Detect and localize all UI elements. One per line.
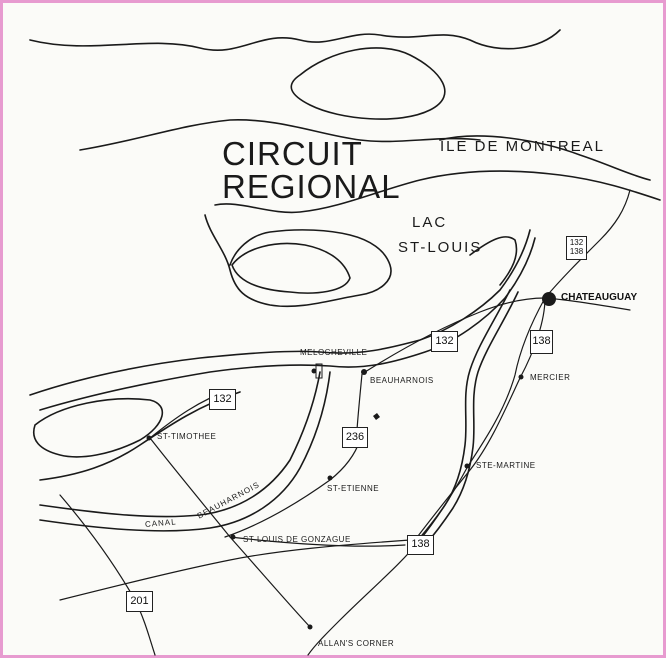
route-shield-132-138-top: 132 xyxy=(569,238,584,247)
label-mercier: MERCIER xyxy=(530,373,571,382)
road-cross-south xyxy=(59,539,411,601)
canal-north-bank xyxy=(39,371,321,518)
label-st-louis-de-gonzague: ST-LOUIS DE GONZAGUE xyxy=(243,535,351,544)
landmark-symbol xyxy=(373,413,380,420)
road-gonzague-east xyxy=(229,536,406,547)
label-allans-corner: ALLAN'S CORNER xyxy=(318,639,395,648)
route-shield-201: 201 xyxy=(126,591,153,612)
marker-mercier xyxy=(518,374,524,380)
road-132-north xyxy=(544,189,631,299)
label-st-louis: ST-LOUIS xyxy=(398,239,483,256)
road-st-etienne xyxy=(224,439,361,538)
north-shore-line xyxy=(29,29,561,51)
label-lac: LAC xyxy=(412,214,448,231)
map-title-line1: CIRCUIT xyxy=(222,135,363,172)
road-201 xyxy=(59,494,156,656)
marker-st-louis-de-gonzague xyxy=(230,534,236,540)
lake-islet xyxy=(231,242,351,294)
south-shore-main xyxy=(29,229,531,396)
ile-de-montreal-shore xyxy=(439,135,651,181)
map-title-line2: REGIONAL xyxy=(222,168,401,205)
marker-st-etienne xyxy=(327,475,333,481)
route-shield-236: 236 xyxy=(342,427,368,448)
road-138-south xyxy=(307,465,469,656)
label-chateauguay: CHATEAUGUAY xyxy=(561,292,638,303)
road-132-138-east xyxy=(467,297,546,467)
chateauguay-river xyxy=(417,289,511,541)
marker-melocheville xyxy=(311,368,317,374)
canal-south-bank xyxy=(39,371,331,532)
road-to-236 xyxy=(356,373,363,431)
route-shield-132-138: 132 138 xyxy=(566,236,587,260)
route-shield-138-north: 138 xyxy=(530,330,553,354)
marker-st-timothee xyxy=(146,435,152,441)
west-shore-upper xyxy=(214,170,661,214)
road-beauharnois-chateauguay xyxy=(364,297,546,373)
chateauguay-river-bank xyxy=(424,291,519,546)
marker-ste-martine xyxy=(464,463,470,469)
label-melocheville: MELOCHEVILLE xyxy=(300,348,368,357)
west-lake-outline xyxy=(33,397,164,458)
lac-st-louis-west xyxy=(204,214,392,308)
bridge-melocheville xyxy=(315,363,323,379)
label-beauharnois: BEAUHARNOIS xyxy=(370,376,434,385)
town-markers xyxy=(146,292,556,630)
label-st-timothee: ST-TIMOTHEE xyxy=(157,432,217,441)
label-st-etienne: ST-ETIENNE xyxy=(327,484,380,493)
label-ste-martine: STE-MARTINE xyxy=(476,461,536,470)
route-shield-138-south: 138 xyxy=(407,535,434,555)
route-shield-132-west: 132 xyxy=(209,389,236,410)
marker-allans-corner xyxy=(307,624,313,630)
route-shield-132-east: 132 xyxy=(431,331,458,352)
west-shore-lower xyxy=(39,391,241,481)
marker-beauharnois xyxy=(361,369,367,375)
marker-chateauguay xyxy=(542,292,556,306)
north-island-outline xyxy=(290,47,446,120)
river-channel-upper xyxy=(79,119,481,151)
south-shore-inner xyxy=(39,237,536,411)
label-ile-de-montreal: ILE DE MONTREAL xyxy=(440,138,606,155)
route-shield-132-138-bottom: 138 xyxy=(569,247,584,256)
lake-east-shore xyxy=(469,236,518,286)
